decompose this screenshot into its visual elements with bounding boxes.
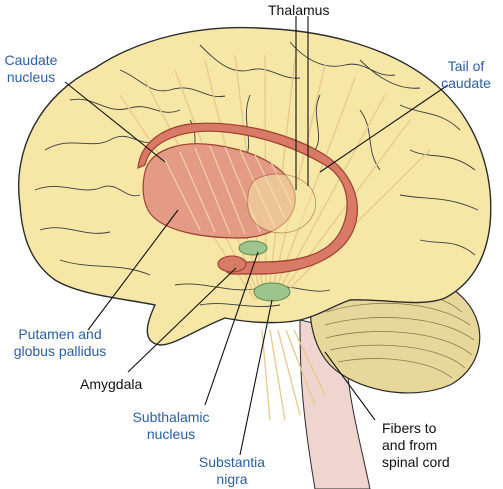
- amygdala-shape: [217, 255, 247, 273]
- label-subthalamic-nucleus: Subthalamic nucleus: [126, 409, 216, 443]
- label-putamen-line1: Putamen and: [18, 326, 102, 342]
- label-tail-of-caudate: Tail of caudate: [436, 58, 496, 92]
- gyri: [34, 41, 479, 307]
- label-tail-of-caudate-line2: caudate: [441, 75, 491, 91]
- label-putamen-globus-pallidus: Putamen and globus pallidus: [4, 326, 116, 360]
- leader-lines: [64, 16, 449, 456]
- label-fibers-line3: spinal cord: [382, 454, 450, 470]
- label-subthalamic-line2: nucleus: [146, 426, 196, 442]
- label-tail-of-caudate-line1: Tail of: [447, 58, 485, 74]
- label-substantia-line1: Substantia: [198, 454, 266, 470]
- label-amygdala: Amygdala: [80, 376, 143, 392]
- label-fibers-line2: and from: [382, 437, 438, 453]
- subthalamic-nucleus-shape: [238, 240, 268, 256]
- label-fibers-line1: Fibers to: [382, 420, 437, 436]
- label-thalamus: Thalamus: [268, 2, 330, 18]
- substantia-nigra-shape: [253, 282, 291, 302]
- label-subthalamic-line1: Subthalamic: [132, 409, 210, 425]
- label-substantia-line2: nigra: [216, 471, 248, 487]
- label-caudate-nucleus-line1: Caudate: [4, 52, 58, 68]
- label-fibers-spinal-cord: Fibers to and from spinal cord: [382, 420, 450, 471]
- thalamus-shape: [247, 173, 316, 234]
- label-caudate-nucleus: Caudate nucleus: [2, 52, 60, 86]
- label-putamen-line2: globus pallidus: [13, 343, 107, 359]
- label-caudate-nucleus-line2: nucleus: [6, 69, 56, 85]
- label-substantia-nigra: Substantia nigra: [192, 454, 272, 488]
